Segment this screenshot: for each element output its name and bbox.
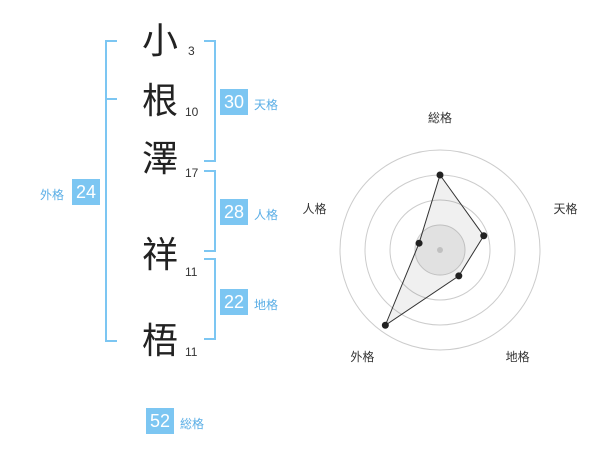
radar-axis-label-2: 天格 [554,201,578,216]
tenkaku-value: 30 [220,89,248,115]
name-char-3-strokes: 17 [185,166,199,180]
chikaku-bracket [204,258,216,340]
name-char-2-strokes: 10 [185,105,199,119]
radar-point-1 [436,171,444,179]
gaikaku-label: 外格 [40,188,65,202]
radar-axis-label-4: 外格 [350,349,374,364]
gaikaku-value: 24 [72,179,100,205]
name-char-2: 根 [142,81,179,122]
jinkaku-label: 人格 [254,208,279,222]
name-char-1-strokes: 3 [188,44,195,58]
name-char-5-strokes: 11 [185,345,198,359]
radar-point-3 [455,272,463,280]
radar-ring-2 [389,199,491,301]
jinkaku-bracket [204,170,216,252]
name-char-4: 祥 [142,235,179,276]
chikaku-label: 地格 [254,298,279,312]
chikaku-value: 22 [220,289,248,315]
radar-point-4 [381,321,389,329]
gaikaku-bracket-tick [105,98,117,100]
jinkaku-value: 28 [220,199,248,225]
radar-point-5 [415,239,423,247]
tenkaku-bracket [204,40,216,162]
tenkaku-label: 天格 [254,98,279,112]
gaikaku-bracket [105,40,117,342]
soukaku-label: 総格 [180,417,205,431]
soukaku-value: 52 [146,408,174,434]
name-char-4-strokes: 11 [185,265,198,279]
name-char-1: 小 [142,21,179,62]
name-char-3: 澤 [142,139,179,180]
radar-axis-label-3: 地格 [506,349,530,364]
radar-ring-4 [339,149,541,351]
name-char-5: 梧 [142,321,179,362]
radar-point-2 [480,232,488,240]
radar-axis-label-1: 総格 [428,110,452,125]
radar-center [437,247,443,253]
radar-axis-label-5: 人格 [302,201,326,216]
radar-polygon [384,173,485,327]
